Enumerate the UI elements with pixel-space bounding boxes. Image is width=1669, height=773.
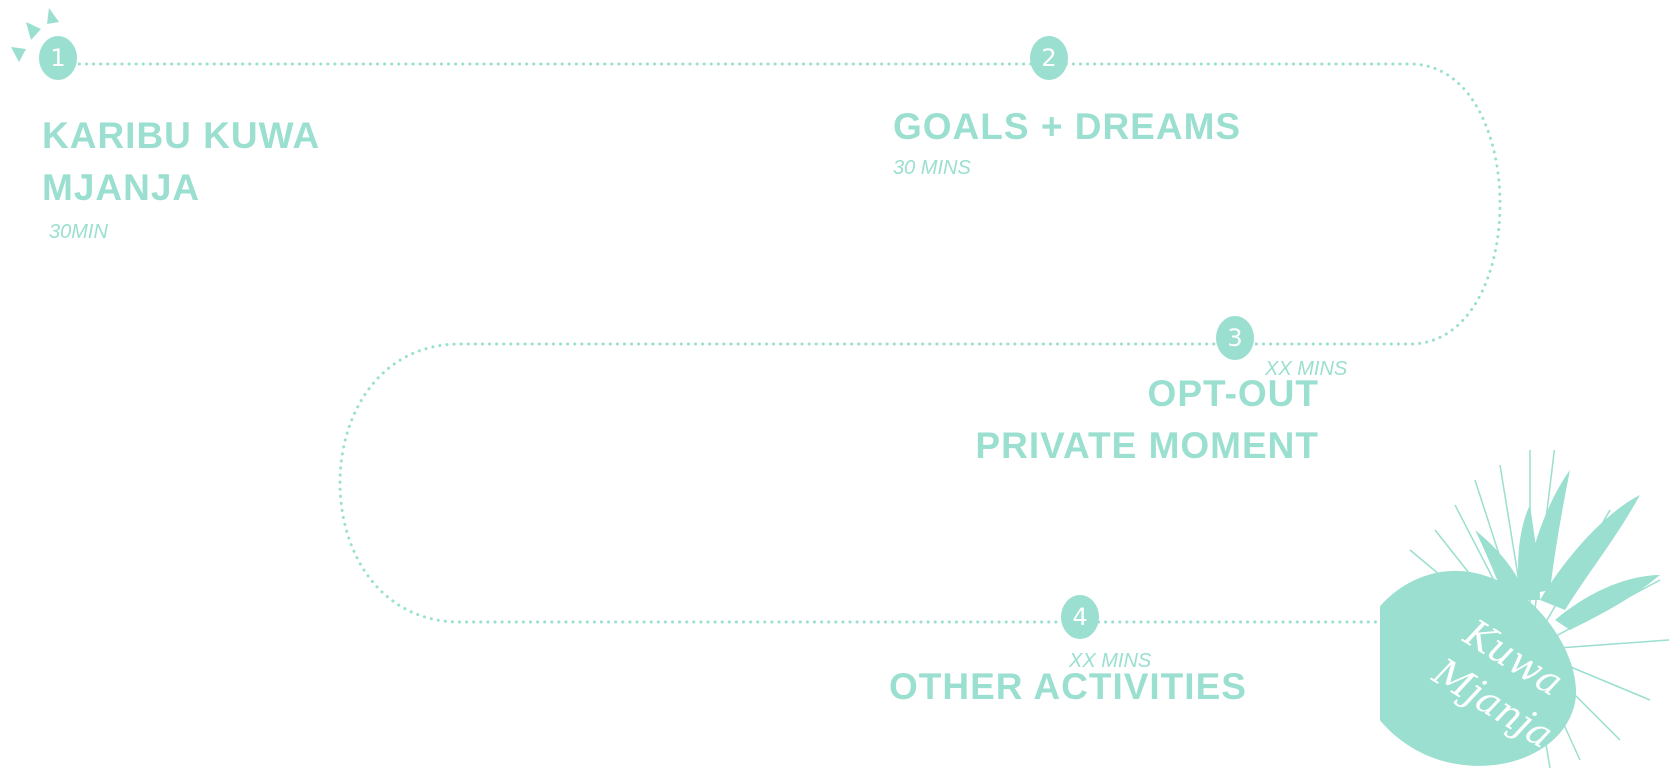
step-4-duration: XX MINS xyxy=(1069,650,1152,672)
step-1-title-line1: KARIBU KUWA xyxy=(42,115,321,156)
step-4-marker: 4 xyxy=(1061,595,1099,639)
step-1-duration: 30MIN xyxy=(49,221,108,243)
step-1-marker: 1 xyxy=(39,36,77,80)
step-3-title-line1: OPT-OUT xyxy=(1147,373,1319,414)
confetti-icon xyxy=(11,8,59,62)
step-3-duration: XX MINS xyxy=(1265,358,1348,380)
step-3-marker: 3 xyxy=(1216,316,1254,360)
step-2-marker: 2 xyxy=(1030,36,1068,80)
pineapple-leaves-icon xyxy=(1475,470,1660,630)
step-2-title: GOALS + DREAMS xyxy=(893,106,1242,147)
step-2-duration: 30 MINS xyxy=(893,157,971,179)
kuwa-mjanja-logo: Kuwa Mjanja xyxy=(1356,440,1669,773)
step-4-title: OTHER ACTIVITIES xyxy=(889,666,1247,707)
step-3-title-line2: PRIVATE MOMENT xyxy=(975,425,1319,466)
pineapple-body-icon xyxy=(1356,570,1576,766)
step-1-title-line2: MJANJA xyxy=(42,167,201,208)
